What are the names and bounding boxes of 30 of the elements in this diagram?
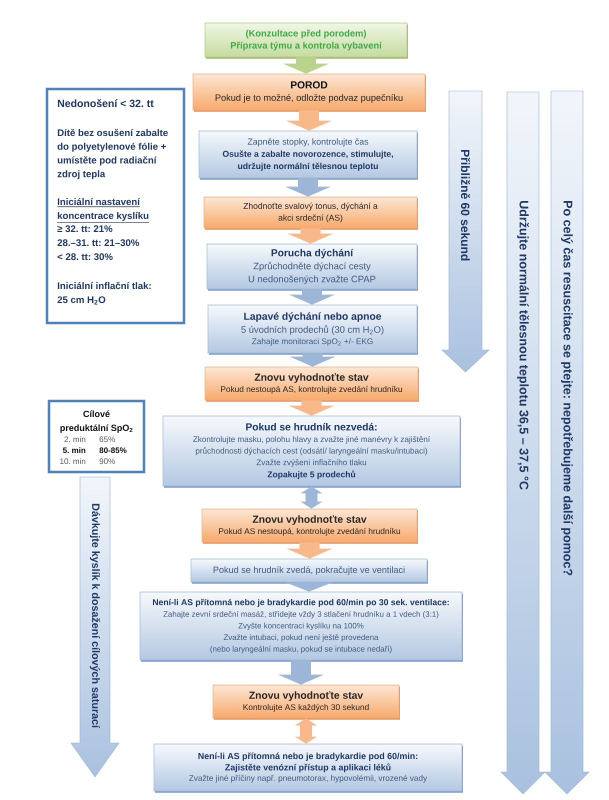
block-arrow <box>288 400 334 416</box>
process-box: Zhodnoťte svalový tonus, dýchání a akci srdeční (AS) <box>204 196 418 230</box>
process-box: Zapněte stopky, kontrolujte čas Osušte a zabalte novorozence, stimulujte, udržujte normální tělesnou teplotu <box>198 130 418 180</box>
process-box: Lapavé dýchání nebo apnoe 5 úvodních prodechů (30 cm H$_{2}$O) Zahajte monitoraci SpO$_{2}$ +/- EKG <box>208 304 418 355</box>
process-box: POROD Pokud je to možné, odložte podvaz pupečníku <box>192 74 426 112</box>
block-arrow <box>289 289 335 305</box>
block-arrow <box>286 110 332 131</box>
process-box: Znovu vyhodnoťte stav Pokud AS nestoupá, kontrolujte zvedání hrudníku <box>202 508 418 544</box>
process-box: Není-li AS přítomná nebo je bradykardie pod 60/min: Zajistěte venózní přístup a aplikaci léků Zvažte jiné příčiny např. pneumotorax, hypovolémii, vrozené vady <box>154 744 463 793</box>
block-arrow <box>283 57 329 74</box>
process-box: Znovu vyhodnoťte stav Kontrolujte AS každých 30 sekund <box>212 684 400 720</box>
double-arrow <box>300 486 322 509</box>
block-arrow <box>278 660 324 685</box>
process-box: Znovu vyhodnoťte stav Pokud nestoupá AS, kontrolujte zvedání hrudníku <box>204 366 419 402</box>
process-box: Pokud se hrudník zvedá, pokračujte ve ventilaci <box>190 558 428 584</box>
block-arrow <box>286 542 332 559</box>
arrow-banner: Po celý čas resuscitace se ptejte: nepotřebujeme další pomoc? <box>544 90 590 794</box>
block-arrow <box>286 582 332 592</box>
info-box: Cílové preduktální SpO$_{2}$ 2. min 65% 5. min 80-85% 10. min 90% <box>48 400 146 474</box>
block-arrow <box>288 228 334 244</box>
arrow-banner: Dávkujte kyslík k dosažení cílových saturací <box>70 476 120 778</box>
block-arrow <box>290 353 336 367</box>
block-arrow <box>285 178 331 197</box>
process-box: Porucha dýchání Zprůchodněte dýchací cesty U nedonošených zvažte CPAP <box>206 244 418 291</box>
arrow-banner: Udržujte normální tělesnou teplotu 36,5 – 37,5 °C <box>500 92 546 794</box>
process-box: (Konzultace před porodem) Příprava týmu a kontrola vybavení <box>204 22 408 59</box>
process-box: Pokud se hrudník nezvedá: Zkontrolujte masku, polohu hlavy a zvažte jiné manévry k zajištění průchodnosti dýchacích cest (odsátí/ laryngeální masku/intubaci) Zvažte zvýšení inflačního tlaku Zopakujte 5 prodechů <box>162 416 461 488</box>
double-arrow <box>295 718 317 744</box>
arrow-banner: Přibližně 60 sekund <box>441 90 490 372</box>
note-box: Nedonošení < 32. tt Dítě bez osušení zabalte do polyetylenové fólie + umístěte pod radiační zdroj tepla Iniciální nastavení koncentrace kyslíku ≥ 32. tt: 21% 28.–31. tt: 21–30% < 28. tt: 30% Iniciální inflační tlak: 25 cm H$_{2}$O <box>46 88 186 324</box>
